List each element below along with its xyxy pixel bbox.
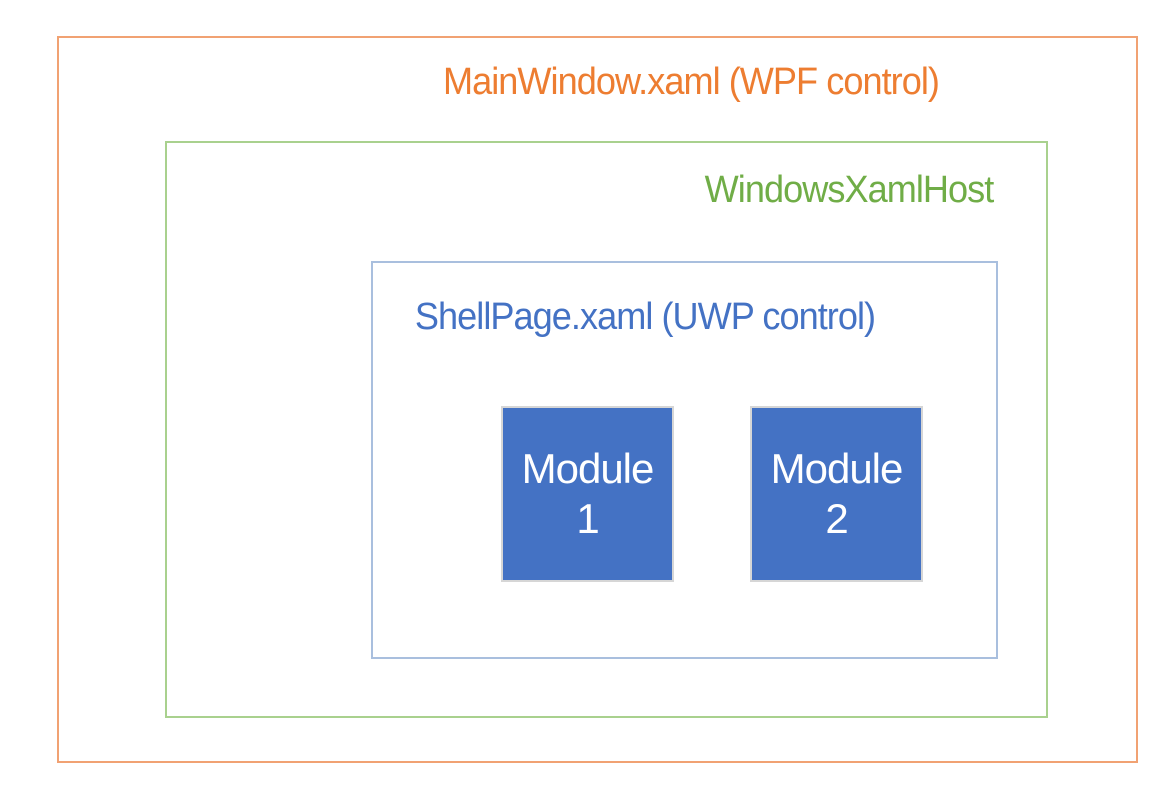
module-2-label-line1: Module: [770, 445, 904, 493]
module-2-label-line2: 2: [825, 495, 848, 542]
windowsxamlhost-label: WindowsXamlHost: [704, 169, 995, 211]
shellpage-uwp-box: ShellPage.xaml (UWP control) Module 1 Mo…: [371, 261, 998, 659]
module-1-label-line1: Module: [521, 445, 655, 493]
mainwindow-wpf-box: MainWindow.xaml (WPF control) WindowsXam…: [57, 36, 1138, 763]
mainwindow-wpf-label: MainWindow.xaml (WPF control): [442, 61, 940, 103]
shellpage-uwp-label: ShellPage.xaml (UWP control): [414, 296, 876, 338]
module-2-box: Module 2: [750, 406, 923, 582]
module-1-label-line2: 1: [576, 495, 599, 542]
windowsxamlhost-box: WindowsXamlHost ShellPage.xaml (UWP cont…: [165, 141, 1048, 718]
module-1-box: Module 1: [501, 406, 674, 582]
